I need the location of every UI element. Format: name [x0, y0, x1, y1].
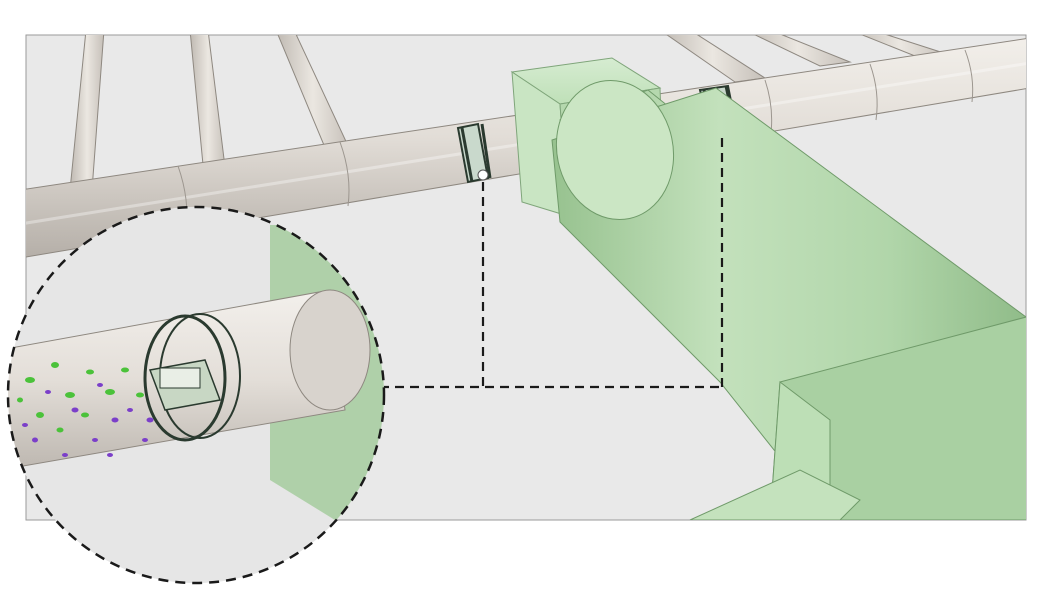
- sensor-collar-left: [456, 122, 492, 184]
- magnified-sensor-detail: [6, 205, 386, 585]
- leader-lines: [380, 138, 724, 389]
- green-duct: [551, 79, 1026, 520]
- particles: [17, 362, 154, 457]
- sensor-marker-icon: [477, 169, 489, 181]
- branch-pipes: [69, 35, 951, 191]
